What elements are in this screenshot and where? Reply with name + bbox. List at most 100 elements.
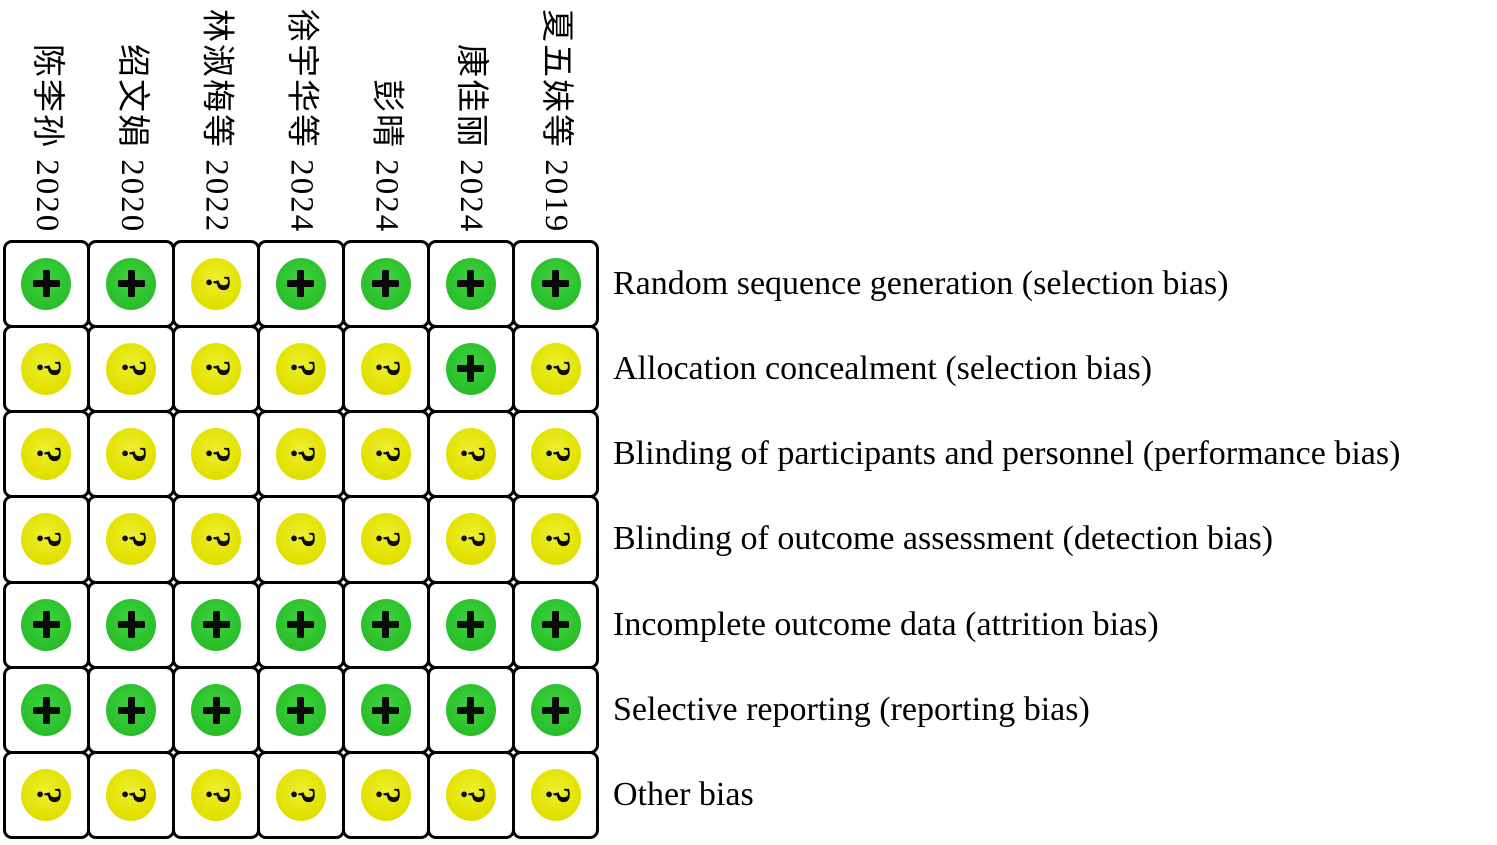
- unclear-risk-icon: ?: [275, 428, 326, 481]
- study-headers: 陈李孙 2020 绍文娟 2020 林淑梅等 2022 徐宇华等 2024 彭晴 202…: [4, 0, 598, 238]
- unclear-risk-icon: ?: [191, 342, 242, 395]
- judgement-cell: ?: [172, 751, 261, 840]
- study-label: 绍文娟 2020: [113, 43, 150, 233]
- low-risk-icon: [275, 684, 326, 737]
- low-risk-icon: [21, 257, 72, 310]
- study-header: 徐宇华等 2024: [259, 0, 344, 238]
- low-risk-icon: [445, 342, 496, 395]
- unclear-risk-icon: ?: [21, 342, 72, 395]
- question-mark-icon: ?: [198, 786, 238, 805]
- low-risk-icon: [106, 598, 157, 651]
- unclear-risk-icon: ?: [106, 769, 157, 822]
- question-mark-icon: ?: [368, 360, 408, 378]
- domain-label: Blinding of participants and personnel (…: [613, 435, 1401, 473]
- question-mark-icon: ?: [453, 786, 493, 805]
- judgement-cell: ?: [341, 495, 430, 584]
- judgement-cell: ?: [511, 324, 600, 414]
- judgement-cell: ?: [341, 410, 430, 499]
- plus-icon: [32, 611, 60, 639]
- low-risk-icon: [275, 598, 326, 651]
- low-risk-icon: [21, 598, 72, 651]
- judgement-cell: [87, 665, 176, 755]
- question-mark-icon: ?: [283, 445, 323, 463]
- unclear-risk-icon: ?: [360, 513, 411, 566]
- unclear-risk-icon: ?: [530, 513, 581, 566]
- judgement-cell: ?: [2, 751, 91, 840]
- low-risk-icon: [445, 598, 496, 651]
- study-label: 夏五妹等 2019: [538, 8, 575, 233]
- plus-icon: [287, 611, 315, 639]
- plus-icon: [372, 696, 400, 724]
- low-risk-icon: [530, 684, 581, 737]
- study-label: 彭晴 2024: [368, 78, 405, 233]
- unclear-risk-icon: ?: [106, 428, 157, 481]
- domain-label: Selective reporting (reporting bias): [613, 691, 1090, 729]
- judgement-cell: [2, 239, 91, 328]
- question-mark-icon: ?: [283, 360, 323, 378]
- judgement-cell: ?: [172, 239, 261, 328]
- domain-label: Other bias: [613, 776, 754, 814]
- study-header: 彭晴 2024: [343, 0, 428, 238]
- unclear-risk-icon: ?: [275, 513, 326, 566]
- judgement-cell: [426, 580, 515, 669]
- judgement-cell: [341, 665, 430, 755]
- study-label: 林淑梅等 2022: [198, 8, 235, 233]
- question-mark-icon: ?: [28, 445, 68, 463]
- plus-icon: [32, 270, 60, 298]
- low-risk-icon: [106, 257, 157, 310]
- question-mark-icon: ?: [538, 786, 578, 805]
- domain-label: Blinding of outcome assessment (detectio…: [613, 520, 1274, 558]
- plus-icon: [542, 611, 570, 639]
- judgement-cell: ?: [87, 751, 176, 840]
- question-mark-icon: ?: [198, 274, 238, 293]
- study-header: 绍文娟 2020: [89, 0, 174, 238]
- study-label: 康佳丽 2024: [453, 43, 490, 233]
- plus-icon: [32, 696, 60, 724]
- plus-icon: [542, 696, 570, 724]
- domain-label: Incomplete outcome data (attrition bias): [613, 605, 1159, 643]
- unclear-risk-icon: ?: [445, 513, 496, 566]
- judgement-cell: ?: [2, 495, 91, 584]
- question-mark-icon: ?: [198, 530, 238, 549]
- domain-label: Random sequence generation (selection bi…: [613, 264, 1229, 302]
- judgement-cell: ?: [257, 324, 345, 414]
- unclear-risk-icon: ?: [360, 769, 411, 822]
- unclear-risk-icon: ?: [191, 257, 242, 310]
- unclear-risk-icon: ?: [275, 342, 326, 395]
- low-risk-icon: [360, 684, 411, 737]
- judgement-cell: [511, 239, 600, 328]
- domain-label: Allocation concealment (selection bias): [613, 349, 1153, 387]
- judgement-cell: [511, 580, 600, 669]
- plus-icon: [117, 696, 145, 724]
- question-mark-icon: ?: [198, 360, 238, 378]
- plus-icon: [457, 696, 485, 724]
- judgement-cell: ?: [341, 324, 430, 414]
- judgement-cell: ?: [172, 495, 261, 584]
- plus-icon: [457, 270, 485, 298]
- judgement-cell: ?: [511, 751, 600, 840]
- plus-icon: [202, 696, 230, 724]
- judgement-grid: ????????????????????????????: [2, 239, 600, 840]
- judgement-cell: ?: [257, 495, 345, 584]
- low-risk-icon: [360, 598, 411, 651]
- unclear-risk-icon: ?: [21, 513, 72, 566]
- unclear-risk-icon: ?: [360, 342, 411, 395]
- judgement-cell: [426, 324, 515, 414]
- question-mark-icon: ?: [113, 445, 153, 463]
- judgement-cell: ?: [87, 410, 176, 499]
- judgement-cell: [257, 239, 345, 328]
- unclear-risk-icon: ?: [106, 342, 157, 395]
- unclear-risk-icon: ?: [191, 769, 242, 822]
- judgement-cell: ?: [172, 410, 261, 499]
- judgement-cell: [511, 665, 600, 755]
- plus-icon: [287, 270, 315, 298]
- study-label: 陈李孙 2020: [28, 43, 65, 233]
- judgement-cell: ?: [426, 751, 515, 840]
- domain-labels: Random sequence generation (selection bi…: [613, 241, 1497, 838]
- unclear-risk-icon: ?: [21, 428, 72, 481]
- judgement-cell: ?: [2, 324, 91, 414]
- judgement-cell: [87, 580, 176, 669]
- judgement-cell: [426, 239, 515, 328]
- judgement-cell: [2, 580, 91, 669]
- question-mark-icon: ?: [453, 530, 493, 549]
